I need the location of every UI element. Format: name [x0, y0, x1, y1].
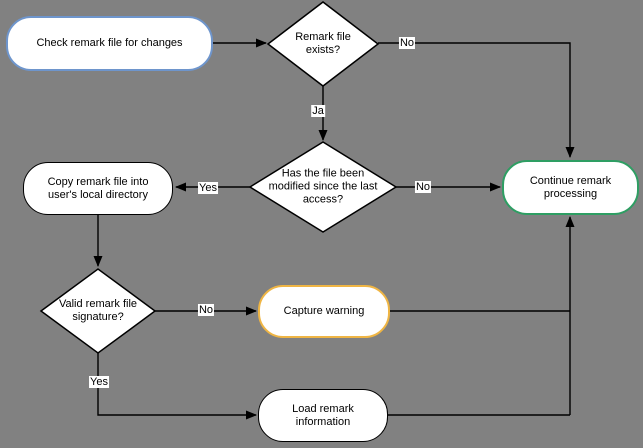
edge-exists-no-to-continue — [378, 42, 575, 158]
node-capture-warning-label: Capture warning — [283, 305, 365, 317]
edge-label-exists-no: No — [398, 37, 416, 49]
edge-label-signature-yes: Yes — [89, 376, 109, 388]
node-continue-remark-processing: Continue remark processing — [502, 160, 639, 215]
node-check-remark-file: Check remark file for changes — [6, 16, 213, 71]
decision-modified-label: Has the file been modified since the las… — [268, 167, 378, 206]
edge-label-modified-no: No — [414, 181, 432, 193]
edge-label-exists-ja: Ja — [311, 105, 325, 117]
node-copy-remark-file: Copy remark file into user's local direc… — [23, 162, 173, 215]
decision-valid-signature-label: Valid remark file signature? — [58, 298, 138, 323]
decision-modified-shape — [248, 141, 398, 233]
edge-label-modified-yes: Yes — [198, 182, 218, 194]
node-load-remark-information-label: Load remark information — [292, 402, 354, 428]
decision-remark-exists-shape — [266, 1, 380, 87]
node-continue-remark-processing-label: Continue remark processing — [529, 174, 612, 200]
node-copy-remark-file-label: Copy remark file into user's local direc… — [47, 175, 149, 201]
node-load-remark-information: Load remark information — [258, 389, 388, 442]
decision-remark-exists-label: Remark file exists? — [295, 31, 351, 56]
node-check-remark-file-label: Check remark file for changes — [36, 37, 183, 49]
edge-signature-yes-to-load — [97, 353, 257, 420]
decision-valid-signature-shape — [39, 268, 157, 354]
node-capture-warning: Capture warning — [258, 285, 390, 338]
edge-label-signature-no: No — [197, 304, 215, 316]
